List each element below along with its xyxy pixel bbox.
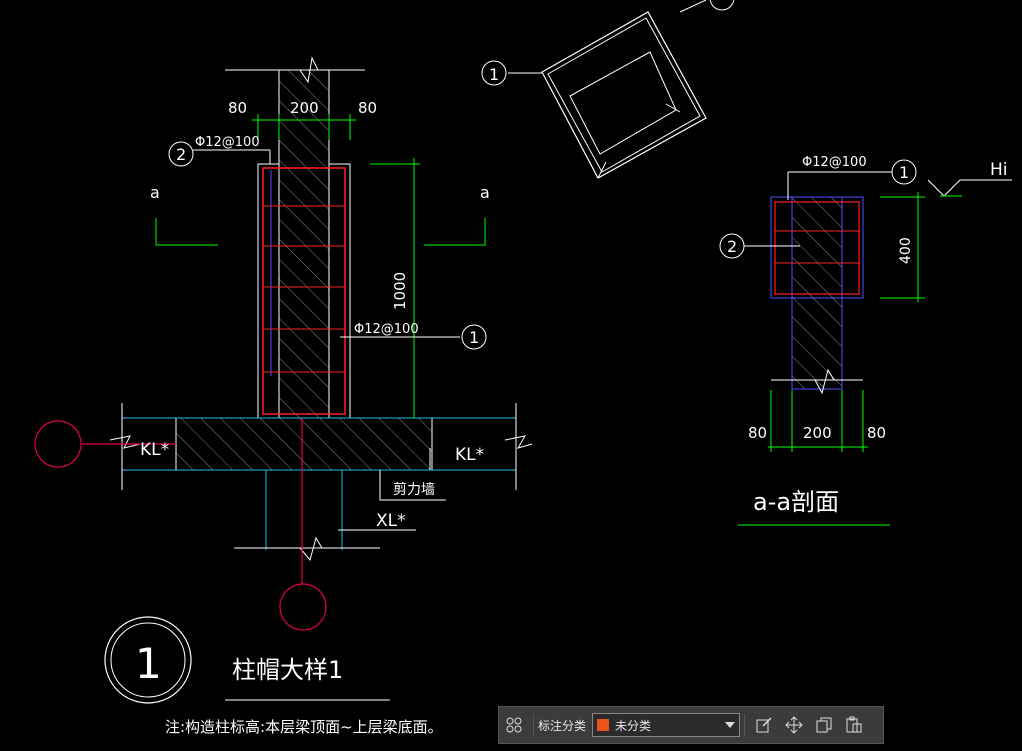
category-color-swatch	[597, 719, 610, 731]
dim-label-right-80: 80	[358, 99, 377, 117]
category-value: 未分类	[615, 718, 652, 733]
beam-xl-label: XL*	[376, 511, 406, 531]
annotation-toolbar: 标注分类 未分类	[498, 706, 884, 744]
category-select[interactable]: 未分类	[592, 713, 741, 737]
dim-label-left-80: 80	[228, 99, 247, 117]
section-title: a-a剖面	[753, 488, 839, 516]
grid-icon[interactable]	[499, 710, 529, 740]
detail-number: 1	[135, 639, 162, 688]
section-a-a	[719, 159, 1012, 526]
detail-title-block	[104, 616, 390, 704]
shear-wall-label: 剪力墙	[393, 482, 435, 498]
beam-label-right: KL*	[455, 445, 484, 465]
axis-bubble-bottom	[279, 583, 327, 631]
marker-2-section: 2	[727, 237, 737, 256]
section-dim-200: 200	[803, 424, 832, 442]
chevron-down-icon	[725, 718, 736, 732]
category-label: 标注分类	[538, 718, 587, 733]
paste-icon[interactable]	[839, 710, 869, 740]
move-icon[interactable]	[779, 710, 809, 740]
marker-1-section: 1	[899, 163, 909, 182]
toolbar-divider	[533, 714, 534, 736]
rebar-spec-mid: Φ12@100	[354, 322, 419, 337]
elevation-hi-label: Hi	[990, 160, 1008, 180]
axis-bubble-left	[34, 420, 82, 468]
rebar-spec-section: Φ12@100	[802, 155, 867, 170]
marker-1-stirrup: 1	[489, 65, 499, 84]
marker-1-main: 1	[469, 328, 479, 347]
marker-2-main: 2	[176, 145, 186, 164]
dim-label-400: 400	[898, 237, 914, 264]
column-body	[278, 69, 330, 419]
beam-slab	[175, 417, 433, 471]
stirrup-sketch	[481, 0, 735, 179]
rebar-cage	[262, 167, 346, 415]
rebar-spec-top: Φ12@100	[195, 135, 260, 150]
dim-label-1000: 1000	[391, 272, 409, 310]
dim-label-200: 200	[290, 99, 319, 117]
section-dim-left-80: 80	[748, 424, 767, 442]
section-mark-left: a	[150, 183, 160, 202]
detail-title: 柱帽大样1	[232, 656, 343, 684]
copy-icon[interactable]	[809, 710, 839, 740]
toolbar-divider	[744, 714, 746, 736]
note-text: 注:构造柱标高:本层梁顶面~上层梁底面。	[165, 718, 443, 736]
column-detail	[34, 56, 533, 631]
section-mark-right: a	[480, 183, 490, 202]
beam-label-left: KL*	[140, 440, 169, 460]
edit-icon[interactable]	[749, 710, 779, 740]
section-dim-right-80: 80	[867, 424, 886, 442]
